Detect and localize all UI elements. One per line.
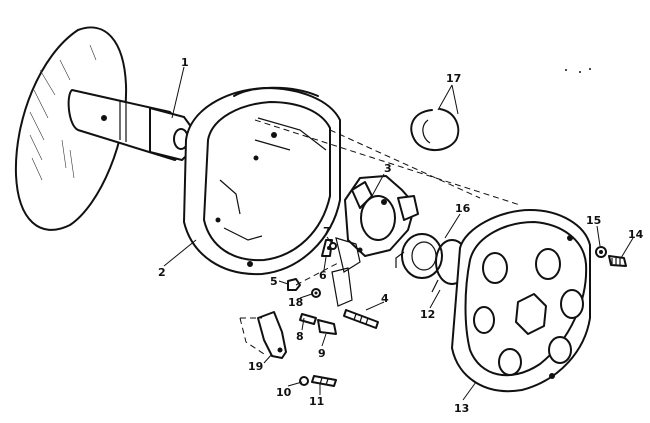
callout-1: 1 bbox=[181, 56, 189, 69]
part-cover bbox=[451, 209, 591, 393]
part-washer-18 bbox=[311, 288, 321, 298]
part-washer-10 bbox=[299, 376, 309, 386]
part-sheave-disc bbox=[14, 26, 128, 231]
part-spider-assembly bbox=[331, 175, 419, 307]
callout-17: 17 bbox=[446, 72, 461, 85]
callout-16: 16 bbox=[455, 202, 471, 215]
part-bolt-11 bbox=[311, 375, 337, 387]
leader-lines bbox=[163, 66, 634, 401]
callout-18: 18 bbox=[288, 296, 303, 309]
part-shaft bbox=[67, 89, 193, 161]
callout-9: 9 bbox=[318, 347, 326, 360]
callout-6: 6 bbox=[319, 269, 327, 282]
part-bolt-14 bbox=[608, 255, 627, 267]
part-bracket-19 bbox=[257, 311, 287, 359]
callout-19: 19 bbox=[248, 360, 263, 373]
callout-14: 14 bbox=[628, 228, 644, 241]
part-clutch-housing bbox=[183, 86, 341, 276]
part-retaining-ring bbox=[410, 108, 460, 151]
assembly-centerline-2 bbox=[329, 129, 481, 199]
callout-11: 11 bbox=[309, 395, 324, 408]
part-washer-7 bbox=[329, 242, 337, 250]
callout-7: 7 bbox=[323, 225, 331, 238]
callout-10: 10 bbox=[276, 386, 292, 399]
part-bushing bbox=[395, 233, 443, 279]
hardware-guide-line-2 bbox=[239, 317, 265, 355]
callout-2: 2 bbox=[158, 266, 166, 279]
callout-4: 4 bbox=[381, 292, 389, 305]
callout-5: 5 bbox=[270, 275, 278, 288]
callouts: 1 2 3 4 5 6 7 8 9 10 11 12 13 14 15 16 1… bbox=[158, 56, 644, 415]
hardware-guide-line bbox=[295, 261, 341, 286]
callout-13: 13 bbox=[454, 402, 469, 415]
part-nut-15 bbox=[595, 246, 607, 258]
callout-12: 12 bbox=[420, 308, 435, 321]
scan-specks bbox=[565, 68, 591, 73]
part-roller-9 bbox=[317, 319, 337, 335]
assembly-centerline bbox=[254, 119, 521, 206]
callout-3: 3 bbox=[384, 162, 392, 175]
part-pin-8 bbox=[299, 313, 317, 325]
part-nut-5 bbox=[287, 278, 301, 291]
callout-8: 8 bbox=[296, 330, 304, 343]
part-bolt-4 bbox=[343, 309, 379, 329]
callout-15: 15 bbox=[586, 214, 601, 227]
